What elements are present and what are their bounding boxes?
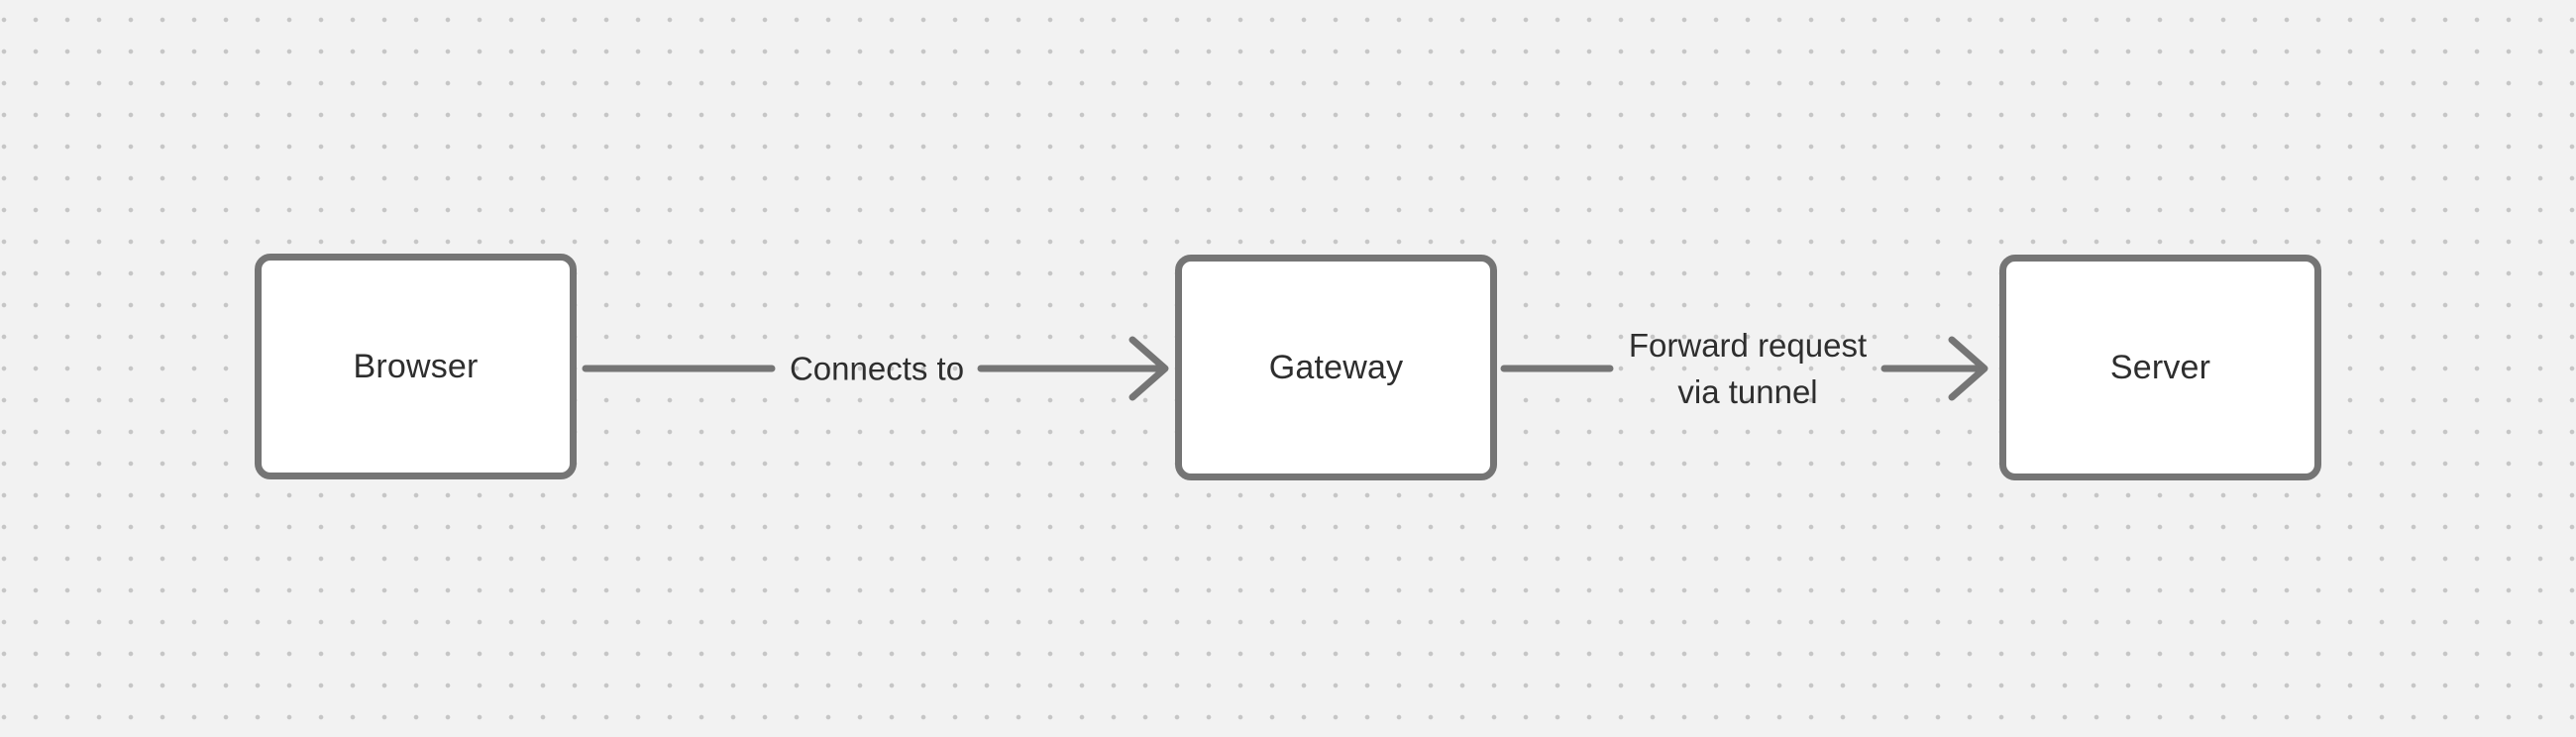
node-browser[interactable]: Browser [255,254,577,479]
arrowhead-right-icon [1128,336,1169,401]
node-server[interactable]: Server [1999,255,2321,480]
connector-label-line-1: Forward request [1628,327,1868,364]
arrowhead-right-icon [1948,336,1988,401]
node-browser-label: Browser [353,347,479,385]
connector-browser-gateway[interactable] [582,336,1169,401]
node-gateway[interactable]: Gateway [1175,255,1497,480]
connector-label-forward-request[interactable]: Forward request via tunnel [1629,322,1867,415]
node-gateway-label: Gateway [1268,348,1404,386]
node-server-label: Server [2109,348,2211,386]
connector-label-connects-to[interactable]: Connects to [789,350,965,387]
connector-gateway-server[interactable] [1500,336,1988,401]
connector-label-line-2: via tunnel [1677,373,1818,410]
